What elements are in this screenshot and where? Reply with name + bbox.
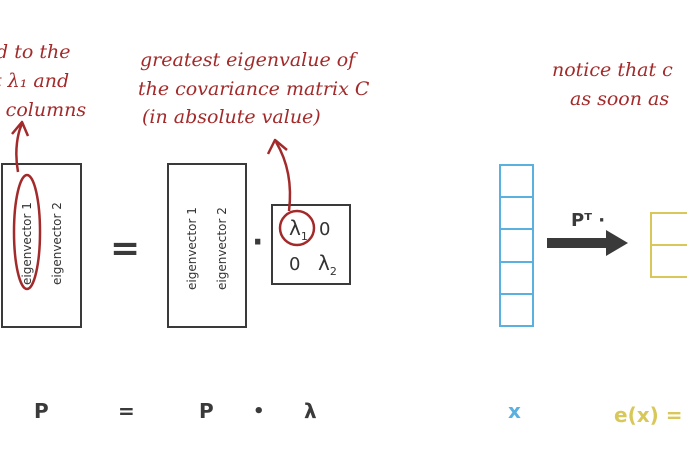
- left-annotation-arrowhead: [11, 120, 30, 137]
- dot-operator: ·: [252, 225, 263, 260]
- transform-label: Pᵀ ·: [571, 210, 605, 231]
- top-annotation-arrow: [274, 141, 292, 212]
- formula-dot: •: [253, 401, 265, 422]
- formula-equals: =: [118, 399, 135, 423]
- zero-entry-bottom-left: 0: [289, 254, 300, 275]
- formula-ex: e(x) = I: [614, 403, 687, 427]
- transform-arrowhead: [606, 230, 628, 256]
- left-annotation-line-2: t λ₁ and: [0, 70, 69, 92]
- left-annotation-arrow: [15, 123, 24, 173]
- formula-p-right: P: [199, 399, 214, 423]
- eigenvector-1-highlight-circle: [12, 173, 42, 291]
- p-right-eigenvector-1: eigenvector 1: [185, 207, 199, 290]
- top-annotation-line-3: (in absolute value): [142, 106, 321, 128]
- top-annotation-line-1: greatest eigenvalue of: [140, 49, 358, 71]
- equals-sign: =: [110, 228, 140, 269]
- p-right-eigenvector-2: eigenvector 2: [215, 207, 229, 290]
- formula-x: x: [508, 399, 521, 423]
- matrix-p-right: [167, 163, 247, 328]
- top-annotation-line-2: the covariance matrix C: [138, 78, 370, 100]
- formula-lambda: λ: [304, 399, 317, 423]
- left-annotation-line-3: t columns: [0, 99, 86, 121]
- top-annotation-arrowhead: [266, 138, 288, 155]
- left-annotation-line-1: d to the: [0, 41, 70, 63]
- lambda-2-entry: λ2: [318, 251, 337, 278]
- lambda-1-highlight-circle: [278, 209, 316, 247]
- formula-p-left: P: [34, 399, 49, 423]
- p-left-eigenvector-1: eigenvector 1: [20, 202, 34, 285]
- matrix-p-left: [1, 163, 82, 328]
- e-vector: [650, 212, 687, 278]
- x-vector: [499, 164, 534, 327]
- right-annotation-line-2: as soon as: [570, 88, 669, 110]
- transform-arrow-shaft: [547, 238, 609, 248]
- eigenvalue-matrix: [271, 204, 351, 285]
- right-annotation-line-1: notice that c: [552, 59, 673, 81]
- p-left-eigenvector-2: eigenvector 2: [50, 202, 64, 285]
- lambda-1-entry: λ1: [289, 216, 308, 243]
- zero-entry-top-right: 0: [319, 219, 330, 240]
